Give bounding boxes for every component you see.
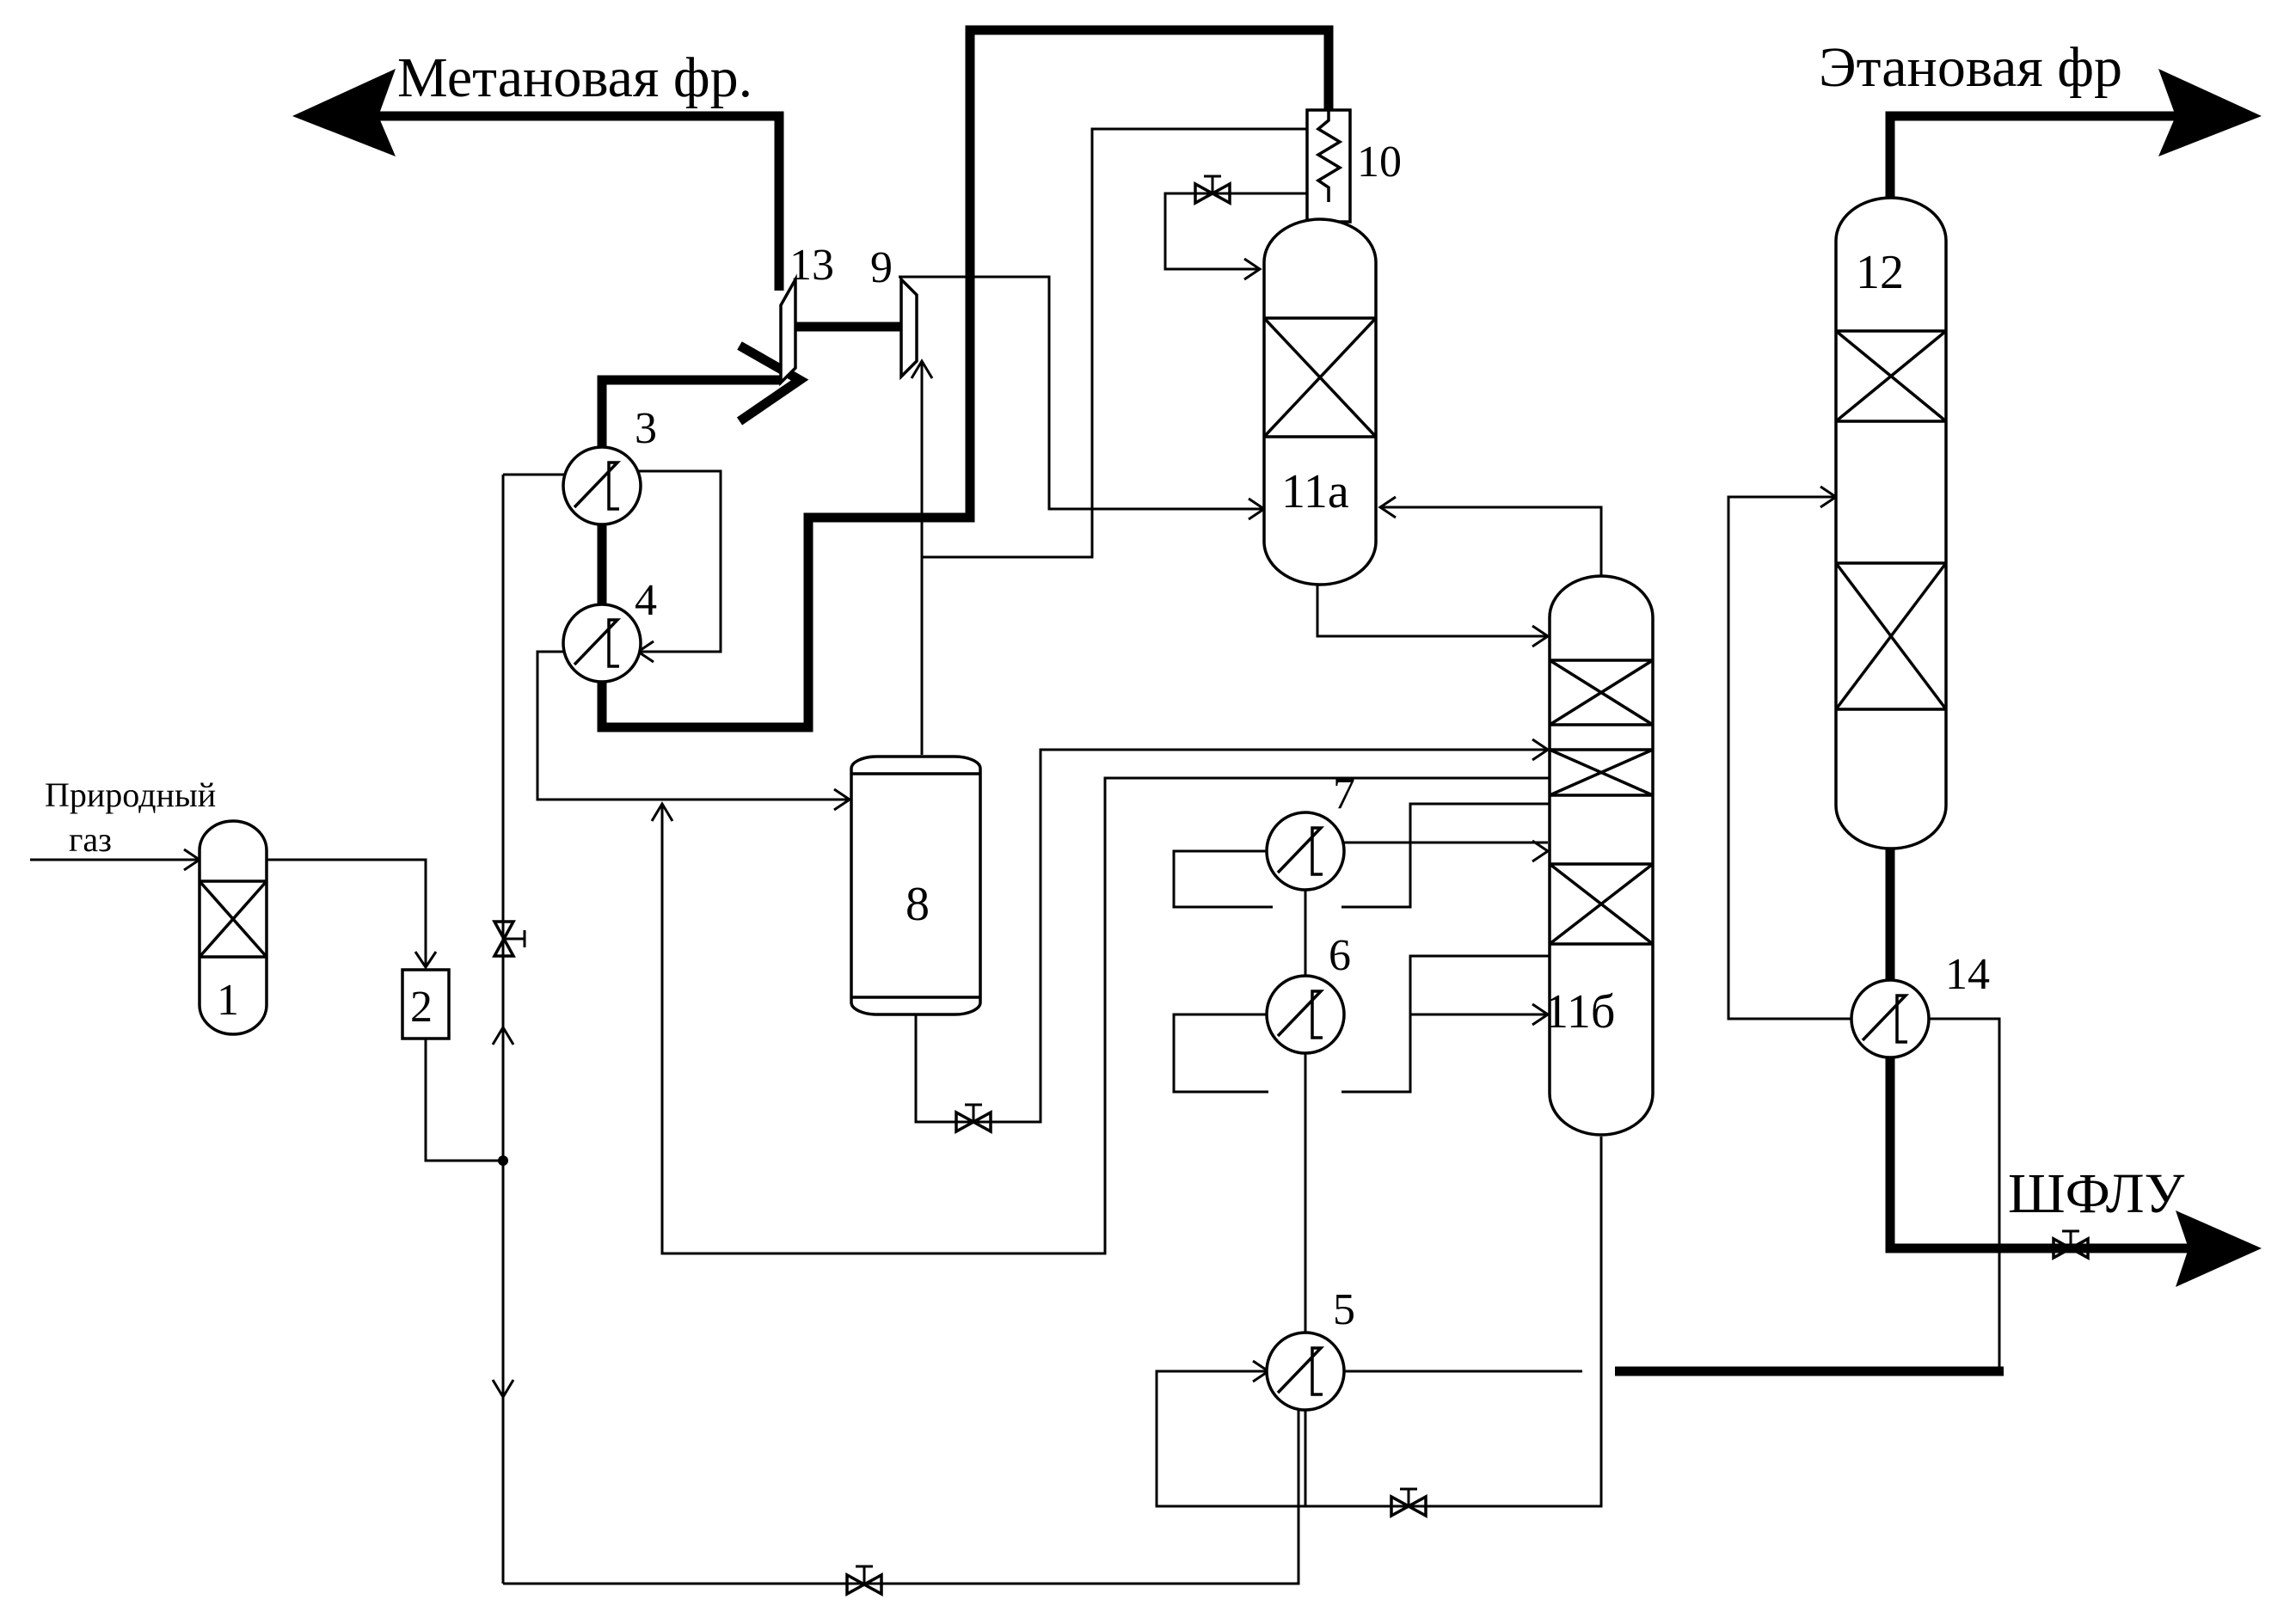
label-11b: 11б — [1544, 985, 1615, 1039]
condenser-10[interactable] — [1307, 110, 1350, 222]
label-2: 2 — [410, 983, 433, 1032]
label-10: 10 — [1357, 138, 1402, 187]
column-11b[interactable] — [1550, 576, 1653, 1135]
label-13: 13 — [789, 241, 834, 290]
expander-9[interactable] — [901, 279, 917, 377]
label-6: 6 — [1329, 931, 1351, 980]
valve-bottom-left[interactable] — [847, 1566, 881, 1594]
valve-reflux[interactable] — [1195, 176, 1230, 203]
heat-exchanger-14[interactable] — [1851, 980, 1929, 1057]
label-1: 1 — [217, 976, 239, 1025]
label-11a: 11а — [1281, 465, 1349, 518]
heat-exchanger-4[interactable] — [563, 604, 641, 682]
methane-fraction-label: Метановая фр. — [397, 46, 752, 109]
equipment — [200, 110, 1946, 1410]
label-9: 9 — [870, 243, 893, 292]
label-3: 3 — [635, 404, 657, 453]
ngl-outlet-arrow — [2176, 1210, 2262, 1287]
heat-exchanger-5[interactable] — [1267, 1333, 1344, 1410]
compressor-13[interactable] — [781, 279, 795, 383]
thin-flow-lines — [30, 129, 1999, 1584]
heat-exchanger-7[interactable] — [1267, 812, 1344, 890]
ngl-label: ШФЛУ — [2008, 1162, 2185, 1225]
column-11a[interactable] — [1264, 219, 1376, 585]
label-5: 5 — [1333, 1285, 1355, 1334]
junction-dot — [498, 1155, 508, 1166]
label-7: 7 — [1333, 769, 1355, 818]
natural-gas-label-line1: Природный — [45, 775, 216, 814]
valve-separator-outlet[interactable] — [956, 1105, 991, 1131]
thick-flow-lines — [292, 30, 2262, 1371]
valve-hx5-loop[interactable] — [1391, 1489, 1426, 1516]
label-8: 8 — [906, 878, 930, 931]
heat-exchanger-6[interactable] — [1267, 976, 1344, 1053]
label-12: 12 — [1856, 246, 1904, 299]
label-14: 14 — [1945, 950, 1990, 999]
natural-gas-label-line2: газ — [69, 820, 112, 859]
heat-exchanger-3[interactable] — [563, 447, 641, 524]
valve-left-vertical[interactable] — [494, 922, 525, 956]
label-4: 4 — [635, 576, 657, 625]
ethane-fraction-label: Этановая фр — [1819, 36, 2122, 99]
